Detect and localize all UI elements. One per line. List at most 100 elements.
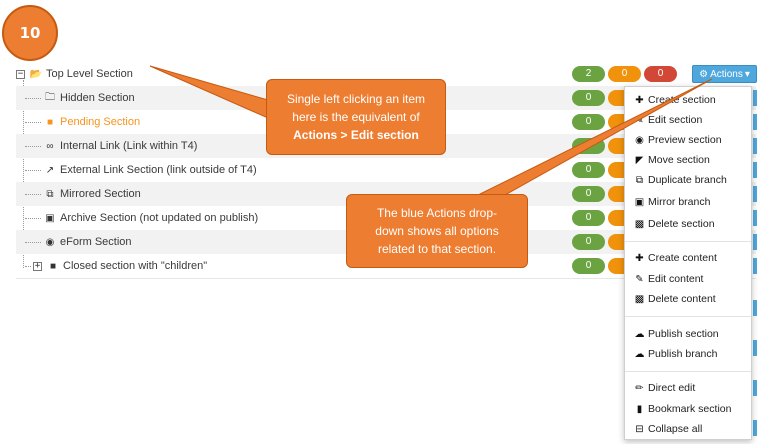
move-icon: ◤ [635, 154, 644, 166]
cloud-upload-icon: ☁ [634, 328, 645, 340]
external-link-icon: ↗ [45, 164, 55, 176]
cloud-upload-icon: ☁ [634, 348, 645, 360]
right-callout-pointer [467, 78, 713, 201]
row-actions-button-edge[interactable] [753, 162, 757, 178]
count-badge-approved: 0 [572, 234, 605, 250]
eye-icon: ◉ [635, 134, 644, 146]
tree-row-pending-section[interactable]: ■ Pending Section [16, 110, 756, 134]
mirror-icon: ▣ [634, 196, 645, 208]
pencil-icon: ✏ [635, 382, 644, 394]
menu-item-mirror-branch[interactable]: ▣Mirror branch [634, 196, 711, 208]
tree-row-label: Top Level Section [46, 68, 133, 80]
menu-divider [625, 316, 751, 317]
mirror-icon: ⧉ [46, 188, 54, 200]
plus-icon: ✚ [635, 252, 644, 264]
menu-item-collapse-all[interactable]: ⊟Collapse all [633, 423, 702, 435]
row-actions-button-edge[interactable] [753, 210, 757, 226]
callout-actions-dropdown-tip: The blue Actions drop- down shows all op… [346, 194, 528, 268]
tree-bottom-divider [16, 278, 756, 279]
menu-item-delete-section[interactable]: ▩Delete section [634, 218, 715, 230]
row-actions-button-edge[interactable] [753, 186, 757, 202]
menu-item-publish-section[interactable]: ☁Publish section [634, 328, 719, 340]
count-badge-expired: 0 [644, 66, 677, 82]
trash-icon: ▩ [634, 218, 645, 230]
tree-row-closed-section[interactable]: + ■ Closed section with "children" [16, 254, 756, 278]
edit-icon: ✎ [635, 273, 644, 285]
row-actions-button-edge[interactable] [753, 234, 757, 250]
count-badge-pending [608, 186, 624, 202]
count-badge-pending [608, 234, 624, 250]
tree-row-external-link[interactable]: ↗ External Link Section (link outside of… [16, 158, 756, 182]
link-icon: ∞ [46, 140, 54, 152]
callout-line: here is the equivalent of [292, 110, 420, 124]
count-badge-approved: 0 [572, 114, 605, 130]
tree-row-archive-section[interactable]: ▣ Archive Section (not updated on publis… [16, 206, 756, 230]
row-actions-button-edge[interactable] [753, 300, 757, 316]
actions-dropdown-menu: ✚Create section ✎Edit section ◉Preview s… [624, 86, 752, 440]
menu-item-edit-content[interactable]: ✎Edit content [633, 273, 703, 285]
menu-divider [625, 371, 751, 372]
row-actions-button-edge[interactable] [753, 258, 757, 274]
target-icon: ◉ [45, 236, 55, 248]
expand-toggle-icon[interactable]: + [33, 260, 42, 271]
menu-item-create-content[interactable]: ✚Create content [633, 252, 717, 264]
count-badge-pending [608, 138, 624, 154]
count-badge-approved: 0 [572, 210, 605, 226]
menu-item-bookmark-section[interactable]: ▮Bookmark section [633, 403, 732, 415]
tree-row-top-level[interactable]: − 📂 Top Level Section [16, 62, 756, 86]
count-badge-pending [608, 162, 624, 178]
archive-icon: ▣ [45, 212, 55, 224]
row-actions-button-edge[interactable] [753, 380, 757, 396]
tree-connector [25, 97, 41, 99]
row-actions-button-edge[interactable] [753, 114, 757, 130]
count-badge-pending [608, 258, 624, 274]
count-badge-approved: 0 [572, 258, 605, 274]
collapse-icon: ⊟ [635, 423, 644, 435]
copy-icon: ⧉ [635, 174, 644, 186]
row-actions-button-edge[interactable] [753, 90, 757, 106]
left-callout-pointer [149, 65, 269, 119]
bookmark-icon: ▮ [636, 403, 643, 415]
folder-open-icon: 📂 [29, 68, 43, 80]
tree-connector [25, 241, 41, 243]
gear-icon: ⚙ [699, 68, 709, 80]
folder-outline-icon: 🗀 [45, 91, 55, 103]
count-badge-approved: 0 [572, 186, 605, 202]
callout-line: Single left clicking an item [286, 92, 426, 106]
row-actions-button-edge[interactable] [753, 420, 757, 436]
caret-down-icon: ▾ [744, 68, 750, 80]
trash-icon: ▩ [634, 293, 645, 305]
tree-connector [25, 217, 41, 219]
tree-connector [25, 169, 41, 171]
tree-row-label: External Link Section (link outside of T… [60, 164, 257, 176]
collapse-toggle-icon[interactable]: − [16, 68, 25, 79]
menu-item-publish-branch[interactable]: ☁Publish branch [634, 348, 718, 360]
count-badge-pending: 0 [608, 66, 641, 82]
folder-icon: ■ [49, 260, 57, 272]
row-actions-button-edge[interactable] [753, 138, 757, 154]
count-badge-approved: 2 [572, 66, 605, 82]
tree-row-label: Mirrored Section [60, 188, 141, 200]
menu-item-move-section[interactable]: ◤Move section [633, 154, 710, 166]
menu-item-duplicate-branch[interactable]: ⧉Duplicate branch [633, 174, 727, 186]
tree-row-label: eForm Section [60, 236, 132, 248]
folder-icon: ■ [46, 116, 54, 128]
tree-row-label: Hidden Section [60, 92, 135, 104]
step-number-badge: 10 [2, 5, 58, 61]
actions-dropdown-button[interactable]: ⚙ Actions ▾ [692, 65, 757, 83]
menu-item-preview-section[interactable]: ◉Preview section [633, 134, 721, 146]
menu-divider [625, 241, 751, 242]
plus-icon: ✚ [635, 94, 644, 106]
tree-connector [25, 121, 41, 123]
callout-line: The blue Actions drop- [376, 206, 498, 220]
tree-row-label: Internal Link (Link within T4) [60, 140, 198, 152]
count-badge-pending [608, 210, 624, 226]
count-badge-pending [608, 90, 624, 106]
menu-item-direct-edit[interactable]: ✏Direct edit [633, 382, 695, 394]
row-actions-button-edge[interactable] [753, 340, 757, 356]
count-badge-approved: 0 [572, 90, 605, 106]
menu-item-delete-content[interactable]: ▩Delete content [634, 293, 716, 305]
tree-guide-line [23, 80, 24, 268]
tree-connector [25, 145, 41, 147]
actions-button-label: Actions [710, 68, 743, 80]
